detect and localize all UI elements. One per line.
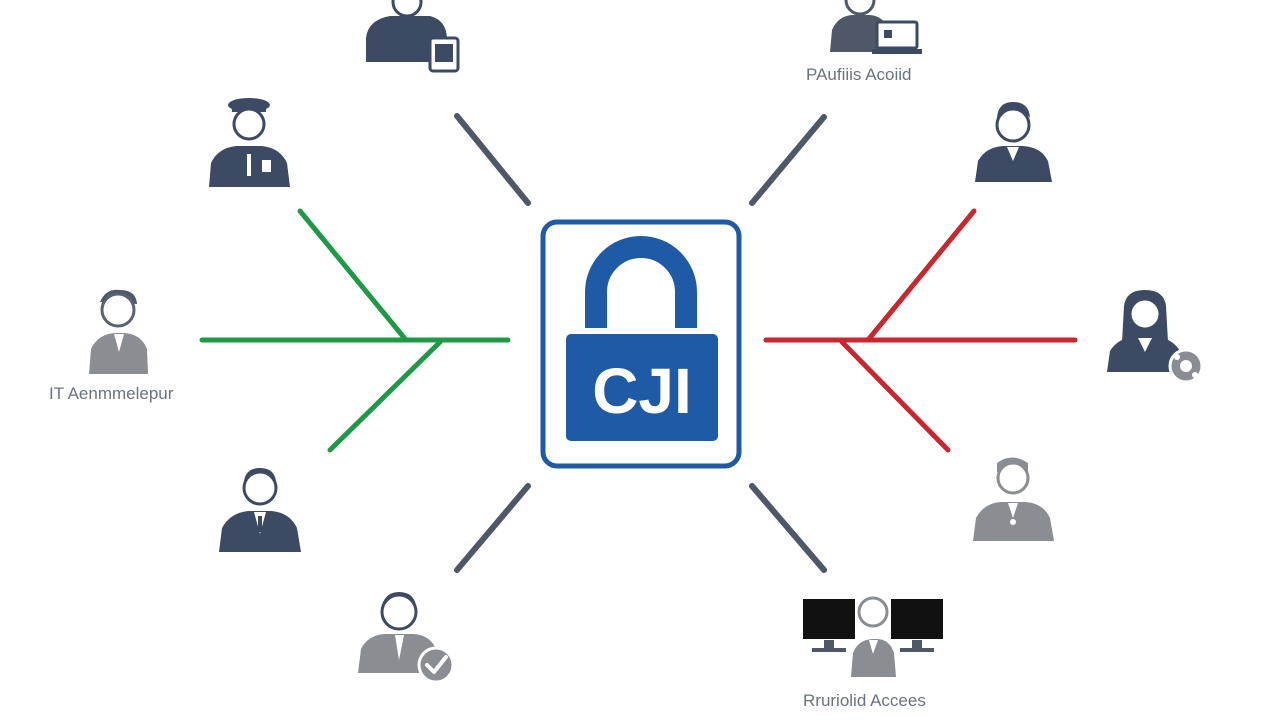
administrator-icon [89, 289, 148, 374]
connectors [199, 113, 1078, 573]
monitors-user-icon [803, 596, 943, 677]
label-it-administrator: IT Aenmmelepur [49, 384, 174, 403]
connector-bottom-left [454, 483, 531, 573]
connector-top-left [454, 113, 531, 206]
police-officer-icon [209, 98, 290, 187]
label-bottom-right: Rruriolid Accees [803, 691, 926, 710]
cji-padlock: CJI [540, 219, 742, 469]
connector-top-right [749, 114, 827, 206]
center-label: CJI [592, 355, 692, 427]
green-arrow [199, 208, 511, 453]
guard-icon [973, 457, 1054, 541]
user-icon [975, 102, 1052, 182]
user-laptop-icon [830, 0, 922, 54]
woman-settings-icon [1107, 290, 1204, 384]
businessman-icon [219, 468, 301, 552]
verified-user-icon [358, 592, 455, 684]
padlock-body [566, 334, 718, 441]
officer-tablet-icon [366, 0, 460, 73]
red-arrow [763, 208, 1078, 453]
label-top-right: PAufiiis Acoiid [806, 65, 912, 84]
connector-bottom-right [749, 483, 827, 573]
padlock-icon [585, 236, 697, 328]
